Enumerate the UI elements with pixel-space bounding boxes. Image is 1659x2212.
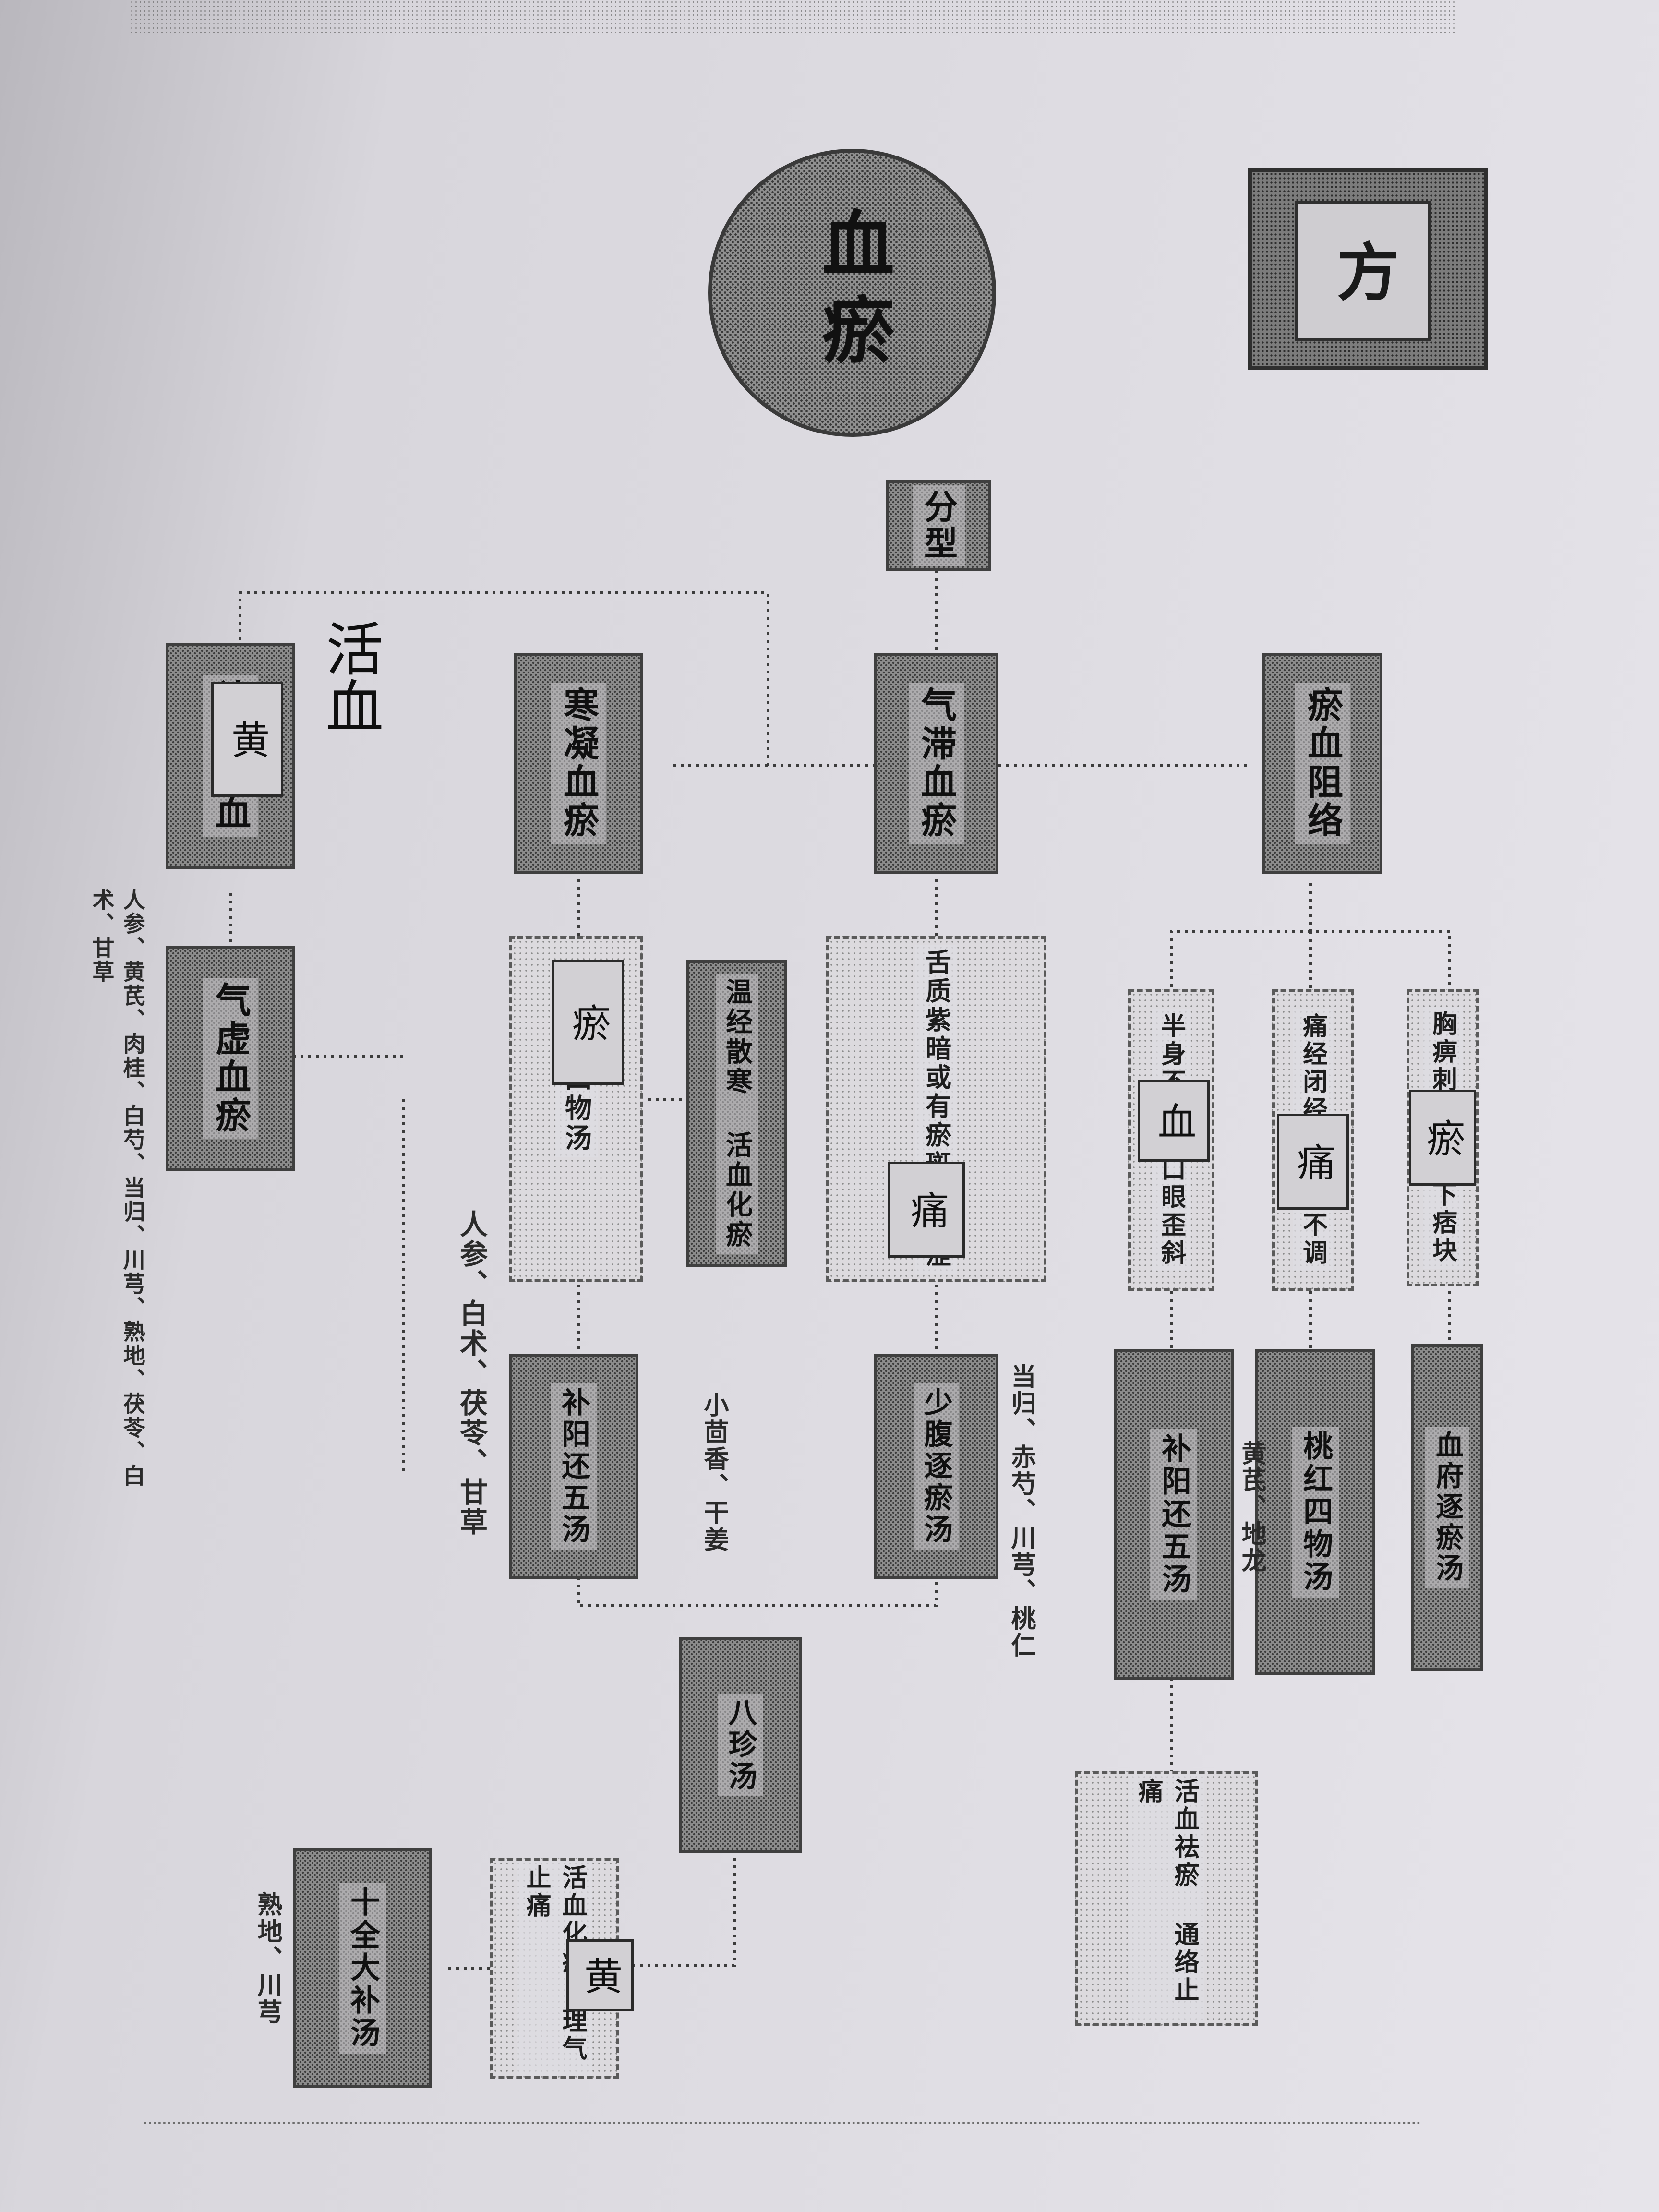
annotation-5-text: 瘀 <box>566 1003 611 1042</box>
box-center-label: 气滞血瘀 <box>908 683 964 844</box>
box-top-right: 瘀血阻络 <box>1262 653 1382 874</box>
annotation-box-6: 黄 <box>211 682 283 797</box>
box-right-bottom-label: 活血祛瘀 通络止痛 <box>1129 1774 1204 2023</box>
box-formula-2: 桃红四物汤 <box>1255 1349 1375 1675</box>
box-bottom-2: 十全大补汤 <box>293 1848 432 2088</box>
box-merge-label: 八珍汤 <box>718 1694 763 1796</box>
annotation-3-text: 血 <box>1152 1102 1196 1140</box>
box-merge: 八珍汤 <box>679 1637 802 1853</box>
box-low-left-label: 气虚血瘀 <box>203 978 258 1139</box>
box-left-upper: 寒凝血瘀 <box>514 653 643 874</box>
annotation-2-text: 痛 <box>1291 1142 1335 1181</box>
connector <box>1309 883 1451 989</box>
connector <box>1170 930 1310 989</box>
herb-list-4: 熟地、川芎 <box>253 1891 282 2026</box>
box-low-left: 气虚血瘀 <box>166 946 295 1171</box>
annotation-box-3: 血 <box>1138 1080 1210 1162</box>
box-right-bottom: 活血祛瘀 通络止痛 <box>1075 1771 1258 2026</box>
box-formula-center-label: 少腹逐瘀汤 <box>913 1383 959 1550</box>
box-formula-1-label: 血府逐瘀汤 <box>1425 1427 1469 1588</box>
box-bottom-2-label: 十全大补汤 <box>339 1883 386 2054</box>
annotation-box-4: 痛 <box>888 1162 965 1258</box>
herb-list-2: 小茴香、干姜 <box>699 1392 729 1553</box>
box-center: 气滞血瘀 <box>874 653 998 874</box>
connector <box>631 1858 736 1967</box>
herb-list-6: 黄芪、地龙 <box>1237 1440 1266 1575</box>
annotation-7-text: 黄 <box>578 1956 623 1995</box>
box-formula-center: 少腹逐瘀汤 <box>874 1354 998 1579</box>
box-left-upper-label: 寒凝血瘀 <box>551 683 606 844</box>
title-stamp: 方 <box>1248 168 1488 370</box>
annotation-box-5: 瘀 <box>552 960 624 1085</box>
top-halftone-band <box>130 0 1455 34</box>
herb-list-3: 人参、白术、茯苓、甘草 <box>455 1210 488 1537</box>
box-formula-2-label: 桃红四物汤 <box>1292 1427 1339 1598</box>
annotation-box-1: 瘀 <box>1409 1090 1476 1186</box>
box-method: 温经散寒 活血化瘀 <box>686 960 787 1267</box>
box-bottom-1: 活血化瘀 理气止痛 <box>490 1858 619 2079</box>
connector <box>577 1575 938 1607</box>
annotation-6-text: 黄 <box>225 720 270 758</box>
annotation-box-2: 痛 <box>1277 1114 1349 1210</box>
herb-list-1: 当归、赤芍、川芎、桃仁 <box>1007 1363 1036 1659</box>
box-formula-1: 血府逐瘀汤 <box>1411 1344 1483 1671</box>
type-tag: 分型 <box>886 480 991 571</box>
annotation-1-text: 瘀 <box>1420 1118 1465 1157</box>
topic-circle: 血瘀 <box>708 149 996 437</box>
stamp-character: 方 <box>1295 201 1431 341</box>
bottom-dotted-rule <box>144 2122 1421 2124</box>
handwritten-note: 活血 <box>316 619 383 734</box>
annotation-4-text: 痛 <box>904 1190 949 1229</box>
annotation-box-7: 黄 <box>566 1939 634 2011</box>
type-tag-label: 分型 <box>912 485 965 566</box>
herb-list-5: 人参、黄芪、肉桂、白芍、当归、川芎、熟地、茯苓、白术、甘草 <box>89 888 146 1488</box>
box-formula-3-label: 补阳还五汤 <box>1150 1429 1197 1600</box>
box-formula-3: 补阳还五汤 <box>1114 1349 1234 1680</box>
box-formula-left-label: 补阳还五汤 <box>551 1383 597 1550</box>
connector <box>239 591 769 766</box>
box-top-right-label: 瘀血阻络 <box>1295 683 1350 844</box>
box-formula-left: 补阳还五汤 <box>509 1354 638 1579</box>
box-method-label: 温经散寒 活血化瘀 <box>715 974 758 1254</box>
